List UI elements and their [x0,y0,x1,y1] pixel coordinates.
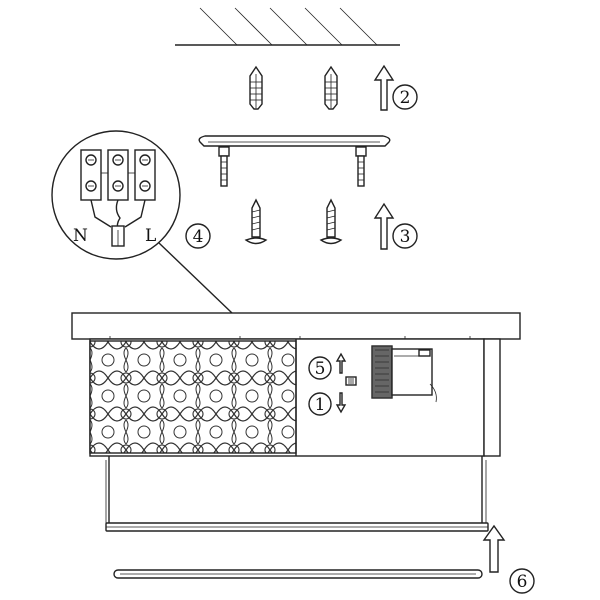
bracket-bolt-right [355,146,367,187]
headrail [71,312,521,340]
live-wire-label: L [145,226,156,246]
up-arrow-icon [373,64,395,111]
ceiling [175,7,400,46]
up-arrow-icon [373,202,395,250]
motor-unit [371,345,437,403]
wall-plug-left [249,65,263,110]
bottom-bar [113,569,483,579]
step-4-label: 4 [193,227,204,247]
decorative-valance [89,339,297,456]
small-up-arrow-icon [335,352,347,374]
step-6-badge: 6 [509,568,535,594]
small-down-arrow-icon [335,392,347,414]
terminal-block-callout [51,130,233,314]
screw-right [319,198,343,245]
step-4-badge: 4 [185,223,211,249]
step-3-label: 3 [400,227,411,247]
step-3-badge: 3 [392,223,418,249]
wiring [90,199,146,247]
up-arrow-icon [482,524,506,573]
step-5-badge: 5 [308,356,332,380]
step-1-label: 1 [315,395,326,415]
blind-fabric [105,456,487,524]
terminal-block [80,149,156,201]
step-6-label: 6 [517,572,528,592]
neutral-wire-label: N [73,226,88,246]
step-5-label: 5 [315,359,326,379]
mounting-bracket [198,135,391,147]
direction-switch [345,376,357,386]
step-2-badge: 2 [392,84,418,110]
bottom-rail [105,522,489,532]
step-1-badge: 1 [308,392,332,416]
bracket-bolt-left [218,146,230,187]
wall-plug-right [324,65,338,110]
screw-left [244,198,268,245]
step-2-label: 2 [400,88,411,108]
